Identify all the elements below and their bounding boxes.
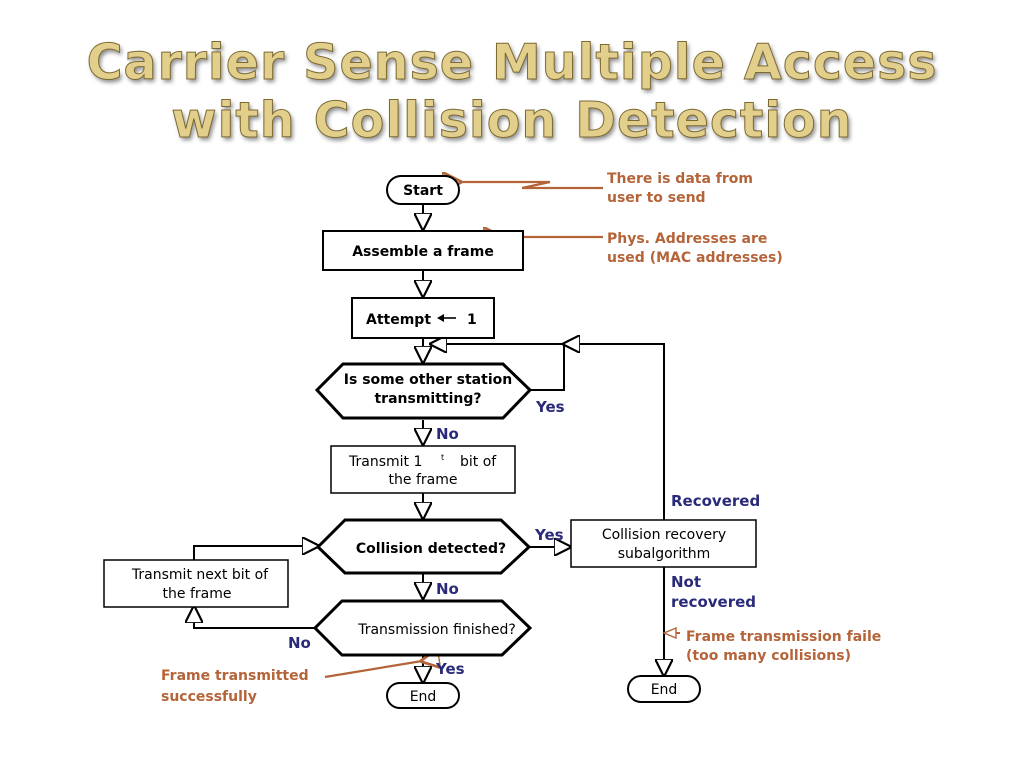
- label-not-recovered-line1: Not: [671, 573, 701, 591]
- slide-title: Carrier Sense Multiple Access with Colli…: [0, 34, 1024, 150]
- node-attempt: Attempt 1: [351, 297, 495, 339]
- node-collision-detected: Collision detected?: [315, 518, 532, 575]
- annotation-data-line1: There is data from: [607, 171, 753, 187]
- node-start: Start: [386, 175, 460, 205]
- pointer-failed-arrow: [662, 626, 677, 640]
- node-attempt-value: 1: [467, 312, 477, 328]
- label-yes-check: Yes: [535, 398, 565, 416]
- annotation-failed-line1: Frame transmission faile: [686, 629, 881, 645]
- node-transmit-first-a: Transmit 1: [348, 454, 422, 470]
- node-transmit-first-b: bit of: [460, 454, 497, 470]
- title-line-1: Carrier Sense Multiple Access: [86, 34, 938, 92]
- node-attempt-prefix: Attempt: [366, 312, 431, 328]
- node-start-label: Start: [403, 183, 443, 199]
- pointer-success: [324, 661, 422, 679]
- node-end-right: End: [627, 675, 701, 703]
- node-transmit-next-line1: Transmit next bit of: [131, 567, 269, 583]
- node-check-line2: transmitting?: [374, 391, 481, 407]
- annotation-failed-line2: (too many collisions): [686, 648, 851, 664]
- annotation-phys-line2: used (MAC addresses): [607, 250, 783, 266]
- node-recovery-line1: Collision recovery: [602, 527, 726, 543]
- node-end-left: End: [386, 682, 460, 709]
- node-end-left-label: End: [410, 689, 437, 705]
- edge-recovered-loop: [564, 344, 665, 520]
- node-finished-label: Transmission finished?: [357, 622, 516, 638]
- node-transmit-first: Transmit 1 t bit of the frame: [330, 445, 516, 494]
- edge-finished-no: [194, 607, 315, 629]
- node-transmission-finished: Transmission finished?: [312, 599, 533, 657]
- annotation-success-line2: successfully: [161, 689, 257, 705]
- node-transmit-next: Transmit next bit of the frame: [103, 559, 289, 608]
- label-recovered: Recovered: [671, 492, 760, 510]
- edge-check-yes-loop: [431, 344, 565, 391]
- annotation-success-line1: Frame transmitted: [161, 668, 309, 684]
- label-yes-finished: Yes: [435, 660, 465, 678]
- assign-arrow-head-icon: [437, 314, 444, 322]
- node-assemble-label: Assemble a frame: [352, 244, 494, 260]
- pointer-data: [460, 182, 603, 188]
- label-no-finished: No: [288, 634, 311, 652]
- label-yes-collision: Yes: [534, 526, 564, 544]
- node-check-line1: Is some other station: [344, 372, 512, 388]
- node-transmit-first-line2: the frame: [389, 472, 458, 488]
- node-transmit-first-sup: t: [441, 453, 444, 462]
- node-assemble: Assemble a frame: [322, 230, 524, 271]
- edge-nextbit-collision: [193, 546, 318, 560]
- node-end-right-label: End: [651, 682, 678, 698]
- node-collision-label: Collision detected?: [356, 541, 506, 557]
- annotation-phys-line1: Phys. Addresses are: [607, 231, 767, 247]
- label-not-recovered-line2: recovered: [671, 593, 756, 611]
- label-no-check: No: [436, 425, 459, 443]
- node-transmit-next-line2: the frame: [163, 586, 232, 602]
- node-recovery-line2: subalgorithm: [618, 546, 711, 562]
- annotation-data-line2: user to send: [607, 190, 706, 206]
- node-recovery: Collision recovery subalgorithm: [570, 519, 757, 568]
- node-check-transmitting: Is some other station transmitting?: [314, 362, 533, 420]
- title-line-2: with Collision Detection: [171, 92, 853, 150]
- label-no-collision: No: [436, 580, 459, 598]
